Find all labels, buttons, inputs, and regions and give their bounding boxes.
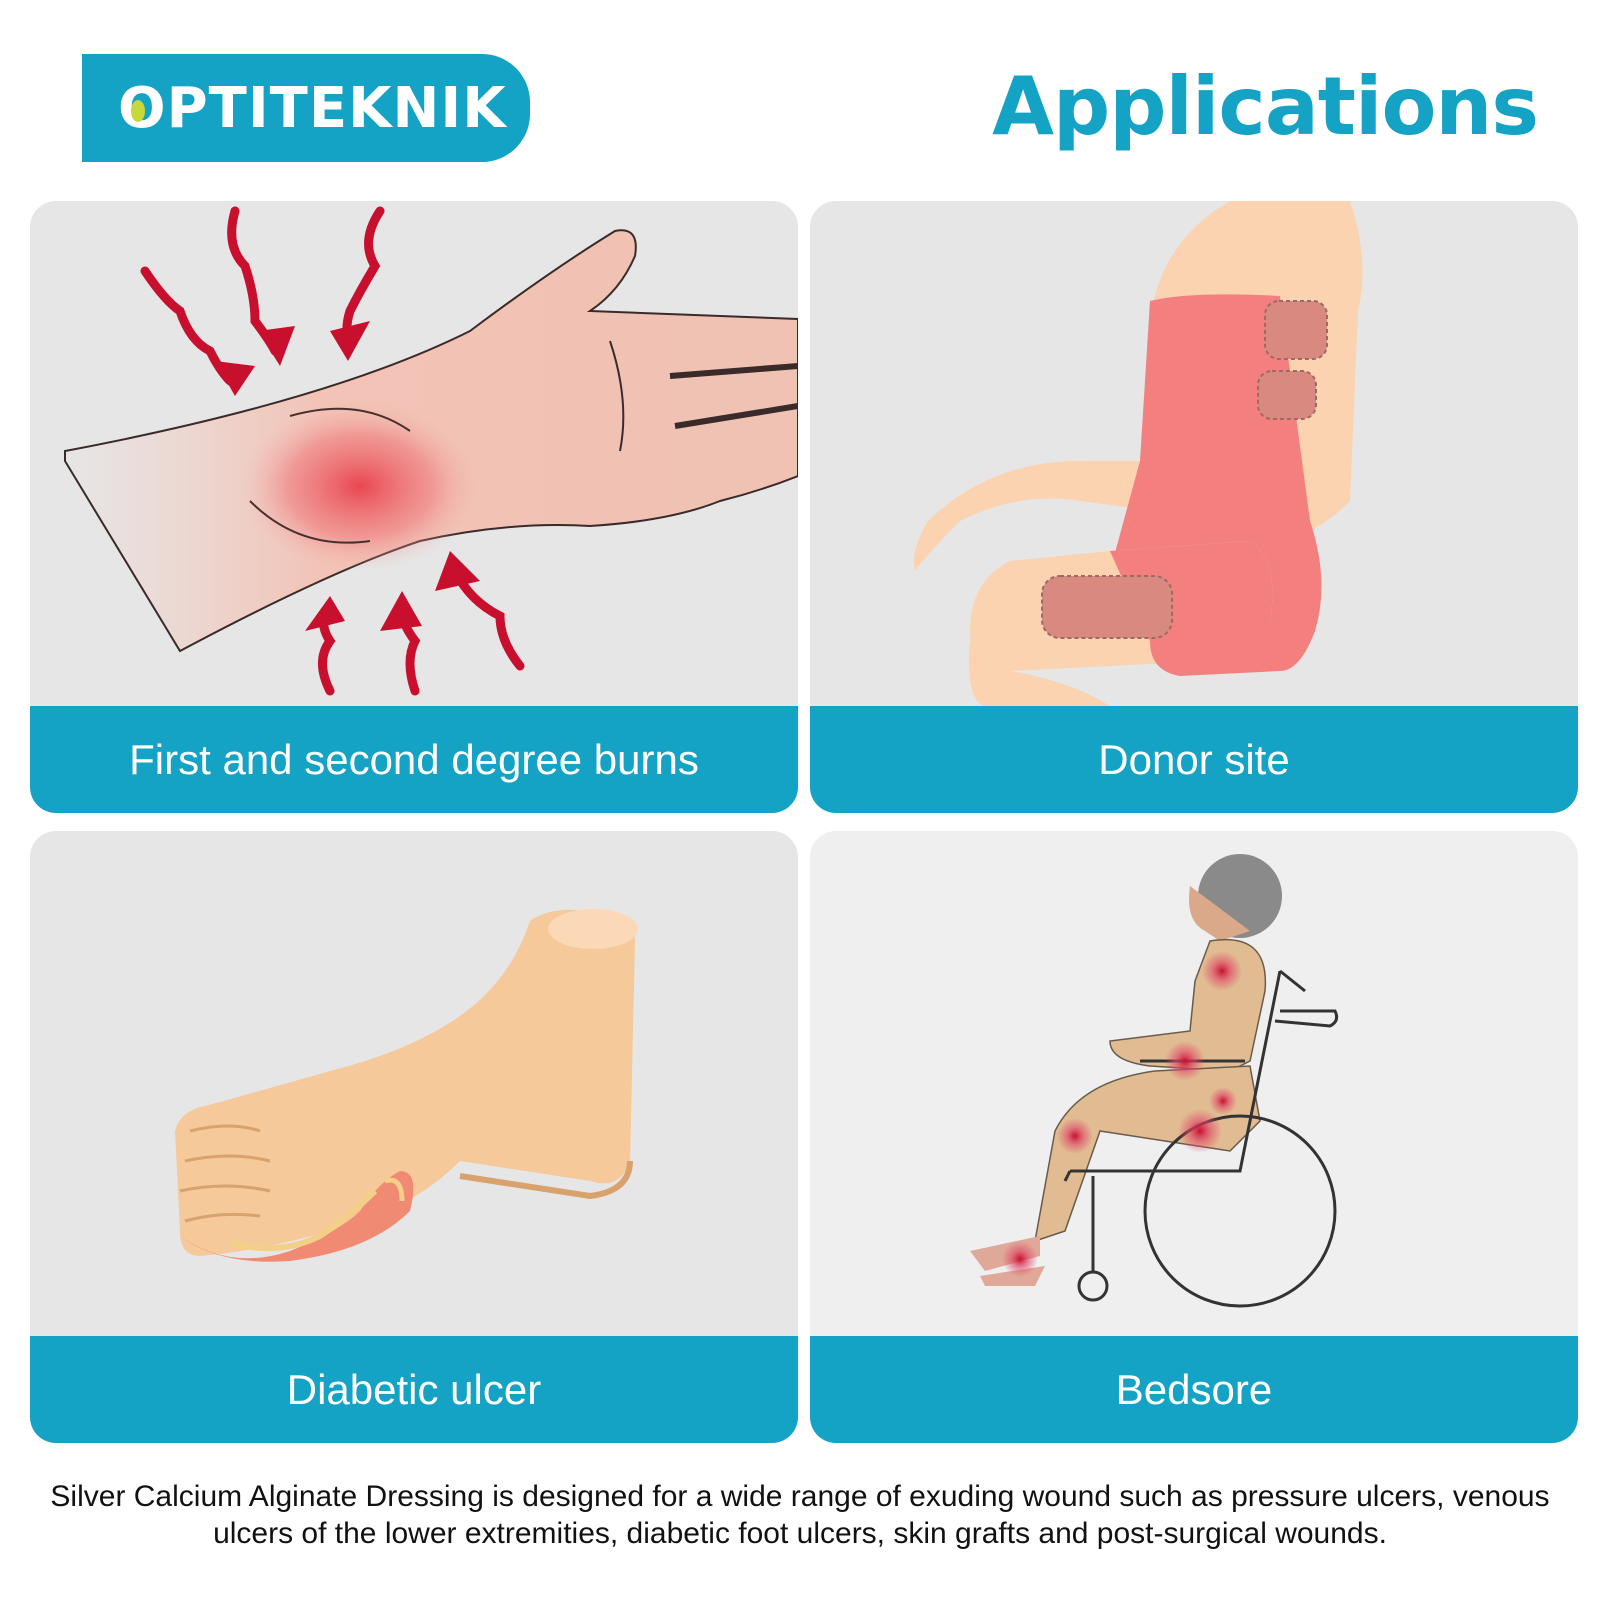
product-description: Silver Calcium Alginate Dressing is desi… <box>50 1480 1550 1550</box>
diabetic-foot-illustration <box>175 909 638 1262</box>
brand-name: OPTITEKNIK <box>118 75 507 141</box>
card-donor-site: Donor site <box>810 201 1578 813</box>
page-title: Applications <box>992 60 1539 153</box>
card-caption: First and second degree burns <box>30 706 798 813</box>
wheelchair-patient-illustration <box>970 854 1339 1308</box>
brand-logo: OPTITEKNIK <box>82 54 530 162</box>
card-caption: Donor site <box>810 706 1578 813</box>
card-burns: First and second degree burns <box>30 201 798 813</box>
card-diabetic-ulcer: Diabetic ulcer <box>30 831 798 1443</box>
card-caption: Bedsore <box>810 1336 1578 1443</box>
burned-wrist-illustration <box>64 206 798 696</box>
card-caption: Diabetic ulcer <box>30 1336 798 1443</box>
logo-accent-dot <box>131 100 145 122</box>
donor-site-body-illustration <box>913 201 1363 706</box>
card-bedsore: Bedsore <box>810 831 1578 1443</box>
